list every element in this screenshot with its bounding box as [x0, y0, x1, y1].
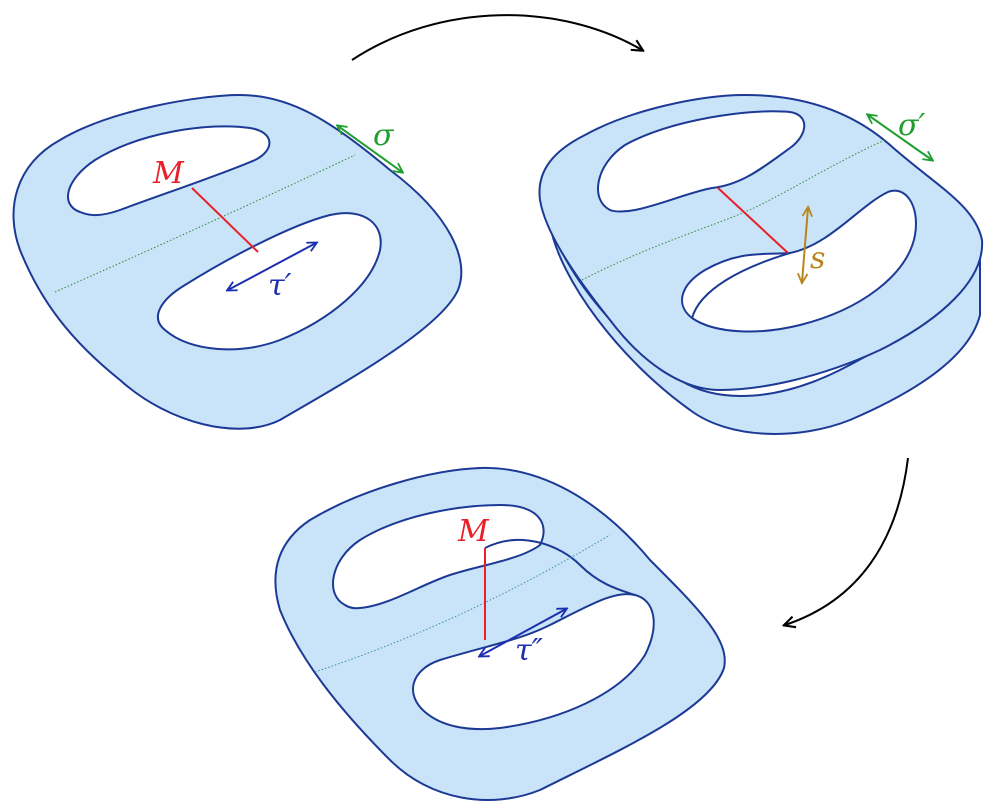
- tau-double-prime-arrow: [480, 609, 566, 656]
- sigma-curve-top-left: [54, 154, 356, 293]
- surface-top-right: σ′ s: [538, 94, 984, 435]
- label-tau-double-prime: τ″: [515, 633, 544, 668]
- sigma-arrow: [338, 126, 402, 172]
- label-s: s: [810, 241, 825, 276]
- hole-top-left-upper: [67, 125, 271, 217]
- hole-top-right-lower-inner-wall: [691, 252, 791, 319]
- tau-prime-arrow: [228, 243, 316, 290]
- sigma-prime-curve: [581, 139, 886, 281]
- transition-arrow-right: [785, 457, 909, 625]
- s-arrow: [802, 208, 808, 282]
- label-M-bottom: M: [457, 514, 490, 549]
- surface-bottom: M τ″: [274, 466, 726, 801]
- label-sigma-prime: σ′: [898, 108, 925, 143]
- dotted-curve-bottom: [314, 534, 611, 673]
- label-M-top: M: [152, 156, 185, 191]
- M-segment-top-left: [191, 187, 259, 253]
- hole-bottom-lower: [412, 593, 655, 731]
- hole-bottom-upper: [332, 503, 545, 610]
- label-tau-prime: τ′: [268, 268, 292, 303]
- hole-top-right-upper: [597, 110, 806, 213]
- sigma-prime-arrow: [868, 115, 932, 160]
- surface-top-left: M σ τ′: [12, 94, 463, 430]
- label-sigma: σ: [373, 118, 395, 153]
- transition-arrow-top: [351, 14, 642, 61]
- bottom-twist-edge: [484, 539, 636, 596]
- M-segment-top-right: [717, 187, 789, 254]
